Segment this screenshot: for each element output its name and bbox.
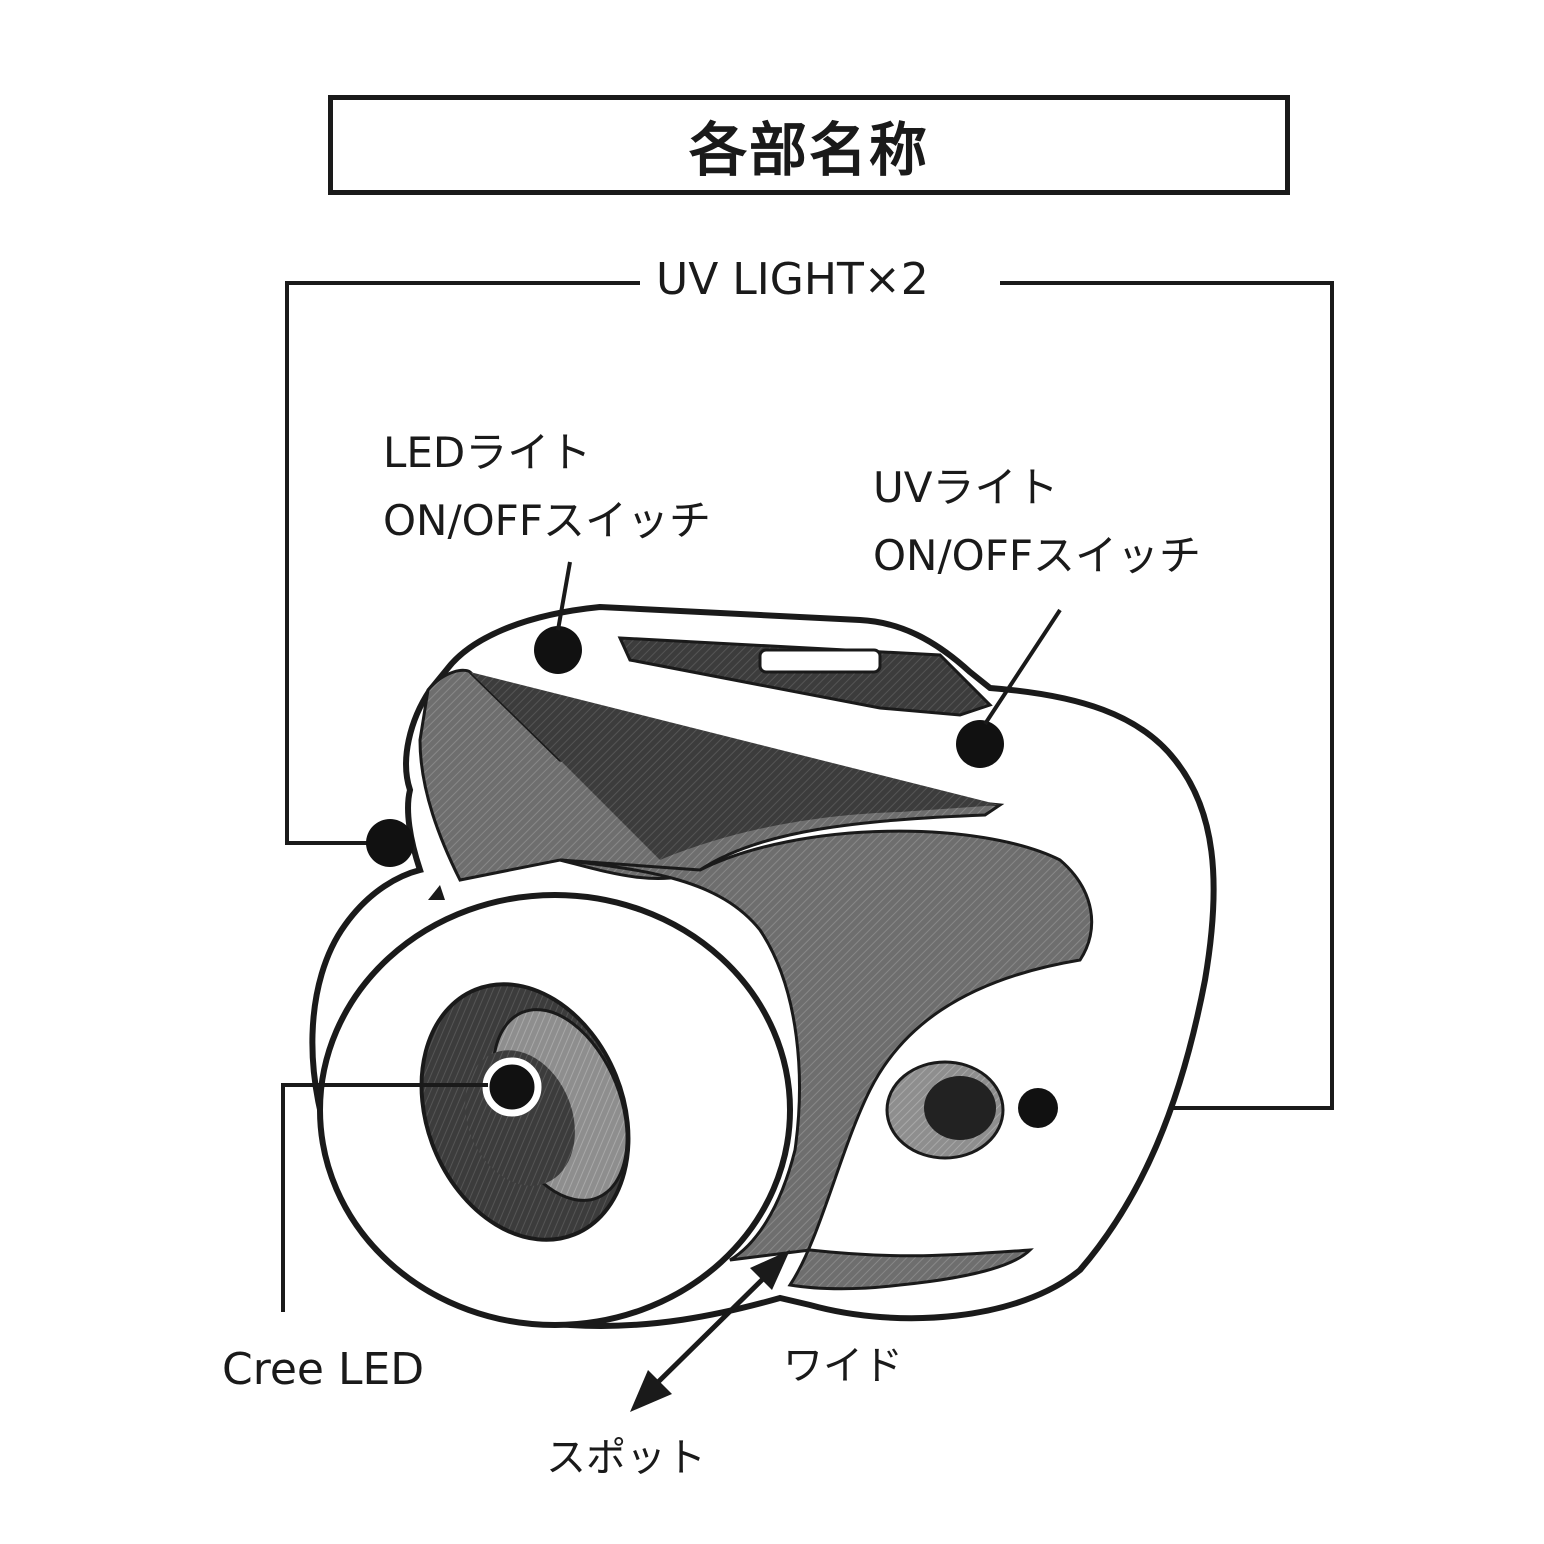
spot-label: スポット [546, 1435, 706, 1481]
wide-label: ワイド [783, 1343, 903, 1389]
uv-switch-label-line2: ON/OFFスイッチ [873, 531, 1202, 580]
left-notch [428, 885, 445, 900]
uv-light-left-dot [366, 819, 414, 867]
led-switch-leader [556, 561, 572, 631]
uv-light-count-label: UV LIGHT×2 [640, 258, 945, 302]
uv-switch-label-line1: UVライト [873, 463, 1059, 512]
arrowhead-spot [630, 1370, 672, 1412]
cree-led-dot [482, 1057, 542, 1117]
upper-dark-wedge [470, 672, 1000, 860]
top-band [617, 636, 993, 717]
callout-leaders [281, 561, 1062, 1312]
lens-collar [559, 829, 1094, 1291]
arrowhead-wide [750, 1250, 790, 1290]
uv-switch-dot [956, 720, 1004, 768]
cree-led-leader [281, 1083, 488, 1312]
uv-switch-leader [983, 608, 1062, 726]
uv-light-core [924, 1076, 996, 1140]
handle-slot [758, 648, 882, 674]
cree-led-label: Cree LED [222, 1344, 425, 1395]
callout-markers [366, 626, 1058, 1128]
uv-light-leader-frame [285, 281, 1334, 1110]
led-switch-dot [534, 626, 582, 674]
headlamp-body [309, 603, 1217, 1329]
led-switch-label-line2: ON/OFFスイッチ [383, 496, 712, 545]
wide-spot-arrow [630, 1250, 790, 1412]
uv-light-right-dot [1018, 1088, 1058, 1128]
page-title: 各部名称 [688, 116, 929, 184]
title-box: 各部名称 [328, 95, 1290, 195]
led-switch-label-line1: LEDライト [383, 428, 592, 477]
